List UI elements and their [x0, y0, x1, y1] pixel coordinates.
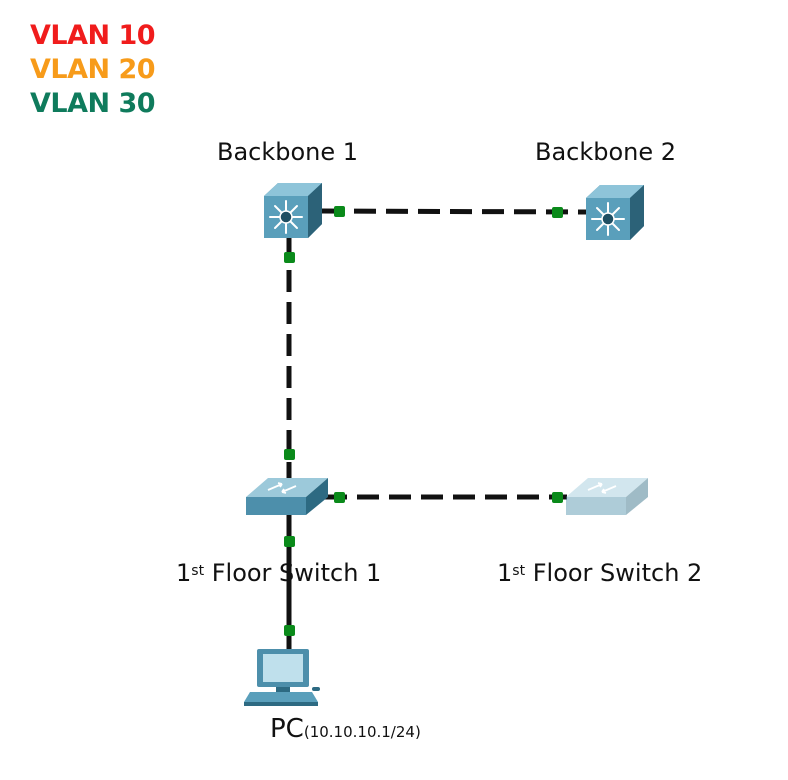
port-light [552, 207, 563, 218]
ordinal: 1 [176, 559, 192, 587]
port-light [334, 492, 345, 503]
legend-vlan20: VLAN 20 [30, 54, 156, 85]
backbone1-label: Backbone 1 [217, 138, 359, 166]
backbone1-switch-icon[interactable] [264, 183, 322, 238]
floor-switch1-name: Floor Switch 1 [211, 559, 382, 587]
pc-name: PC [270, 714, 304, 744]
floor-switch1-icon[interactable] [246, 478, 328, 515]
pc-address: (10.10.10.1/24) [303, 723, 421, 741]
floor-switch1-label: 1st Floor Switch 1 [176, 558, 381, 588]
legend-vlan10: VLAN 10 [30, 20, 156, 51]
ordinal-suffix: st [512, 563, 526, 579]
pc-label: PC(10.10.10.1/24) [270, 714, 421, 744]
backbone2-switch-icon[interactable] [586, 185, 644, 240]
link-backbone1-backbone2[interactable] [321, 208, 589, 215]
ordinal: 1 [497, 559, 513, 587]
floor-switch2-name: Floor Switch 2 [532, 559, 703, 587]
port-light [284, 625, 295, 636]
backbone2-label: Backbone 2 [535, 138, 677, 166]
port-light [284, 536, 295, 547]
port-light [334, 206, 345, 217]
port-light [284, 449, 295, 460]
port-light [552, 492, 563, 503]
port-lights [284, 206, 563, 636]
floor-switch2-label: 1st Floor Switch 2 [497, 558, 702, 588]
legend-vlan30: VLAN 30 [30, 88, 156, 119]
ordinal-suffix: st [191, 563, 205, 579]
pc-icon[interactable] [244, 649, 320, 706]
port-light [284, 252, 295, 263]
floor-switch2-icon[interactable] [566, 478, 648, 515]
